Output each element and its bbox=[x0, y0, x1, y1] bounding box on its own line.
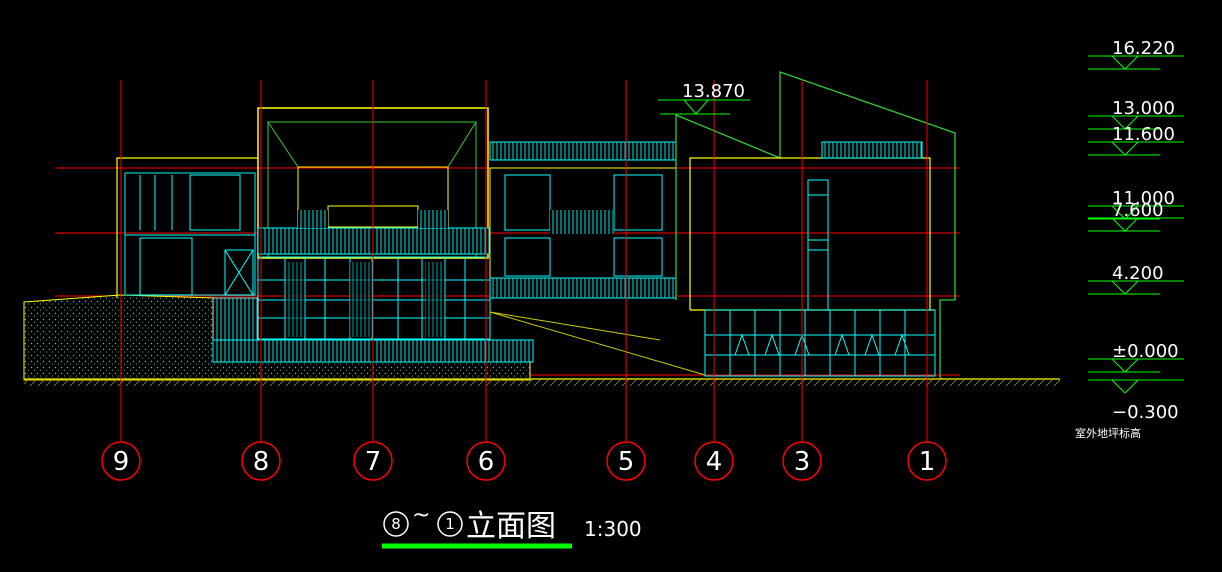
axis-bubble-6: 6 bbox=[466, 441, 506, 481]
title-axis-to: 1 bbox=[445, 515, 455, 533]
level-mark-6: ±0.000 bbox=[1088, 341, 1184, 373]
axis-bubble-8: 8 bbox=[241, 441, 281, 481]
central-parapet-left bbox=[298, 210, 328, 228]
level-value-0: 16.220 bbox=[1112, 38, 1175, 59]
level-mark-7: −0.300 bbox=[1088, 379, 1184, 423]
central-lower-shading-3 bbox=[425, 262, 445, 337]
central-lower-shading-1 bbox=[285, 262, 305, 337]
axis-grid-lines bbox=[120, 80, 928, 442]
terrain-hatch bbox=[23, 294, 531, 381]
level-value-5: 4.200 bbox=[1112, 263, 1164, 284]
axis-bubble-5: 5 bbox=[606, 441, 646, 481]
level-value-7: −0.300 bbox=[1112, 402, 1179, 423]
title-scale: 1:300 bbox=[584, 517, 642, 541]
right-roof-railing bbox=[821, 141, 923, 159]
axis-label-8: 8 bbox=[253, 447, 270, 477]
level-value-6: ±0.000 bbox=[1112, 341, 1179, 362]
top-level-mark: 13.870 bbox=[658, 81, 750, 115]
title-tilde: ~ bbox=[412, 503, 430, 528]
axis-label-4: 4 bbox=[706, 447, 723, 477]
level-value-1: 13.000 bbox=[1112, 98, 1175, 119]
ground-floor-glazing bbox=[704, 309, 936, 377]
level-value-3: 11.000 bbox=[1112, 188, 1175, 209]
axis-label-6: 6 bbox=[478, 447, 495, 477]
middle-top-band bbox=[489, 141, 677, 161]
middle-mid-band bbox=[550, 210, 614, 234]
axis-label-5: 5 bbox=[618, 447, 635, 477]
axis-label-9: 9 bbox=[113, 447, 130, 477]
ground-line bbox=[24, 378, 1060, 386]
level-mark-2: 11.600 bbox=[1088, 124, 1184, 156]
level-mark-0: 16.220 bbox=[1088, 38, 1184, 70]
axis-bubble-3: 3 bbox=[782, 441, 822, 481]
level-mark-3: 11.000 bbox=[1088, 188, 1184, 220]
axis-label-1: 1 bbox=[919, 447, 936, 477]
axis-bubble-7: 7 bbox=[353, 441, 393, 481]
axis-bubble-4: 4 bbox=[694, 441, 734, 481]
title-text: 立面图 bbox=[466, 509, 556, 544]
axis-label-7: 7 bbox=[365, 447, 382, 477]
axis-bubble-1: 1 bbox=[907, 441, 947, 481]
right-block bbox=[675, 71, 956, 378]
level-mark-1: 13.000 bbox=[1088, 98, 1184, 130]
level-mark-5: 4.200 bbox=[1088, 263, 1184, 295]
level-value-4: 7.600 bbox=[1112, 200, 1164, 221]
title-axis-from-bubble bbox=[383, 511, 409, 537]
ground-level-note: 室外地坪标高 bbox=[1075, 426, 1141, 440]
level-value-2: 11.600 bbox=[1112, 124, 1175, 145]
central-railing bbox=[257, 227, 491, 255]
central-lower-shading-2 bbox=[350, 262, 372, 337]
axis-bubble-9: 9 bbox=[101, 441, 141, 481]
top-level-value: 13.870 bbox=[682, 81, 745, 102]
stair bbox=[212, 297, 259, 341]
right-vertical-window bbox=[807, 179, 829, 311]
axis-label-3: 3 bbox=[794, 447, 811, 477]
central-parapet-right bbox=[418, 210, 448, 228]
title-axis-from: 8 bbox=[391, 515, 401, 533]
axis-bubbles: 9 8 7 6 5 4 3 1 bbox=[101, 441, 947, 481]
left-wing bbox=[116, 157, 258, 298]
title-axis-to-bubble bbox=[437, 511, 463, 537]
level-mark-4: 7.600 bbox=[1088, 200, 1184, 232]
drawing-title: 8 ~ 1 立面图 1:300 bbox=[382, 503, 642, 549]
left-wing-windows bbox=[125, 174, 255, 296]
middle-bottom-band bbox=[489, 277, 677, 299]
